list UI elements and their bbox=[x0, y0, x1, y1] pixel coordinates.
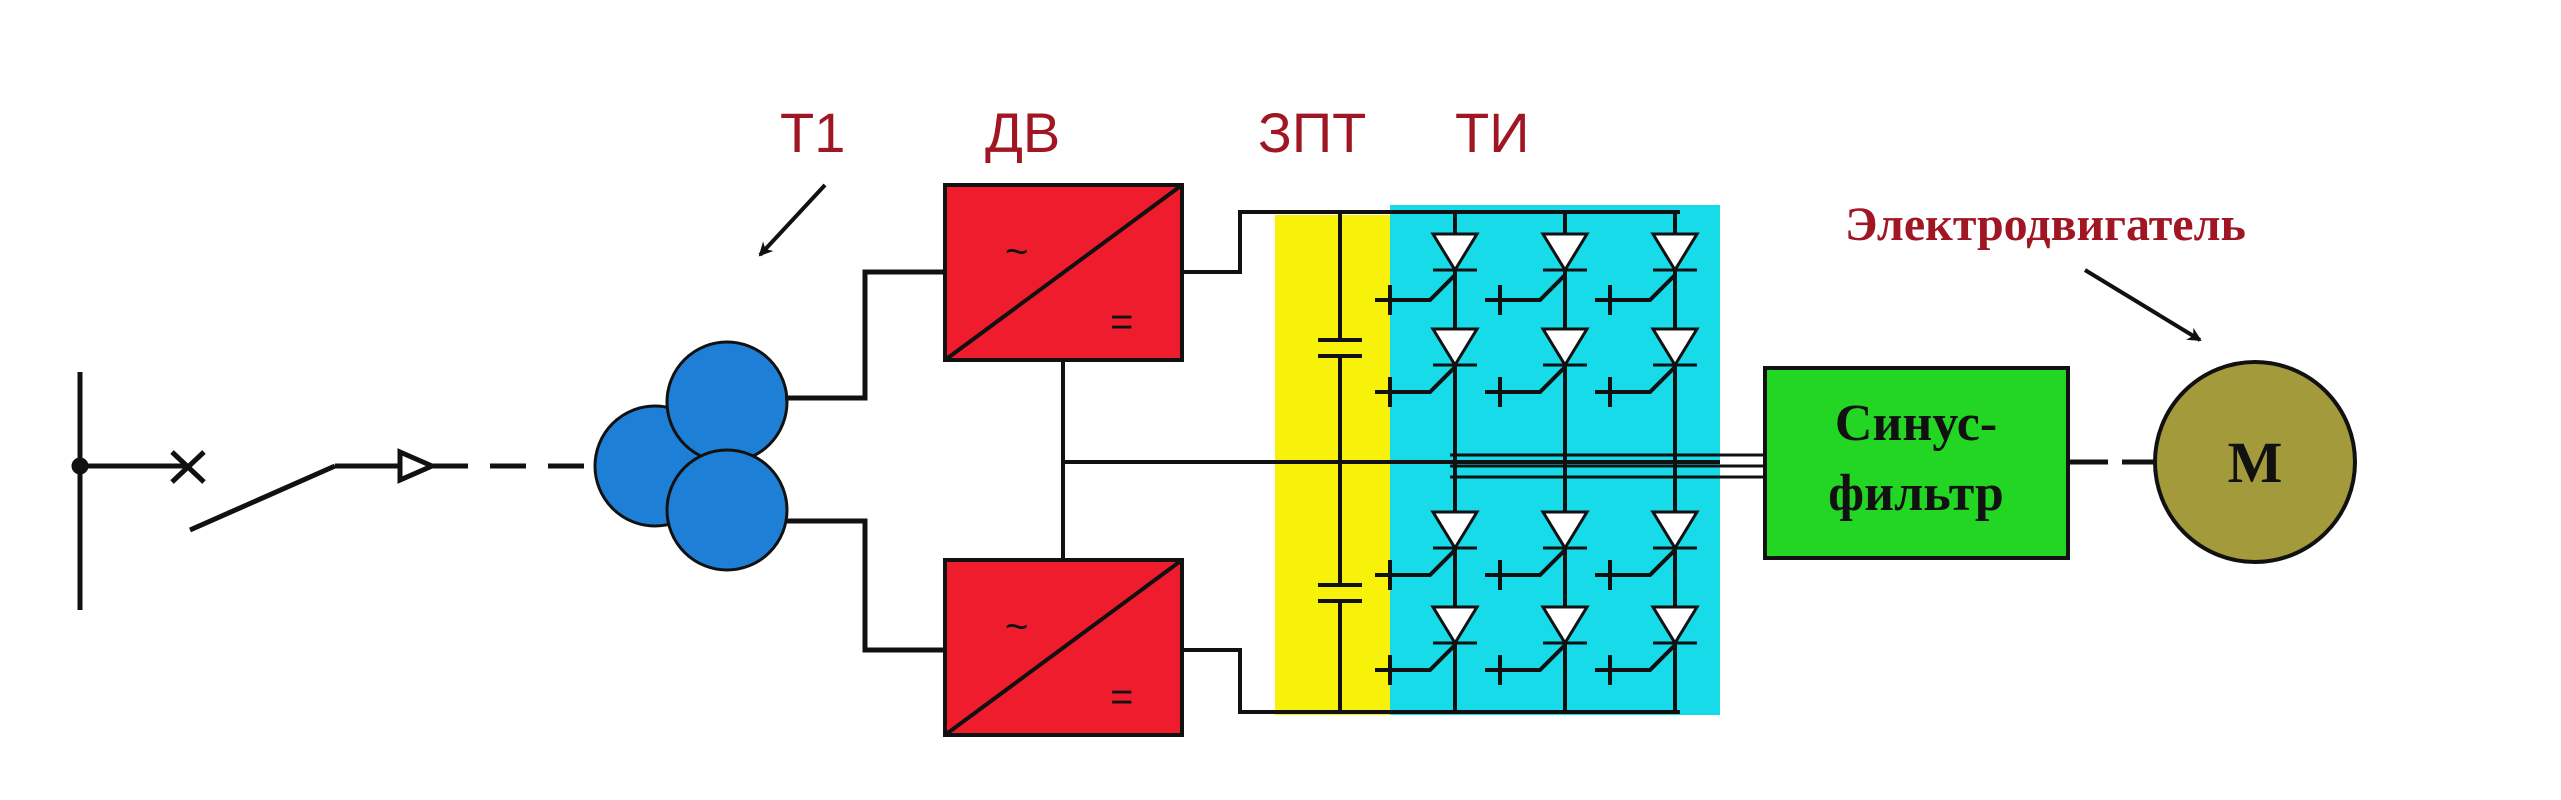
transformer-winding-secondary-upper bbox=[665, 340, 789, 464]
inverter-switches bbox=[1375, 212, 1700, 712]
input-line bbox=[71, 372, 600, 610]
transformer-to-rectifier-wires bbox=[785, 269, 945, 653]
label-motor-caption: Электродвигатель bbox=[1845, 198, 2246, 251]
diode-icon bbox=[1430, 327, 1480, 368]
transformer-t1 bbox=[593, 340, 789, 572]
diode-icon bbox=[1650, 510, 1700, 551]
diode-icon bbox=[1540, 510, 1590, 551]
diode-icon bbox=[1430, 232, 1480, 273]
dc-buses bbox=[1061, 210, 1720, 714]
inverter-output-lines bbox=[1450, 453, 1765, 479]
diode-icon bbox=[1540, 232, 1590, 273]
bus-junction bbox=[71, 457, 89, 475]
motor-symbol: М bbox=[2228, 430, 2283, 495]
label-zpt: ЗПТ bbox=[1258, 101, 1366, 164]
rectifier-lower-diagonal bbox=[943, 558, 1184, 737]
diode-icon bbox=[1430, 510, 1480, 551]
wire-upper-rectifier bbox=[785, 269, 945, 401]
label-t1: Т1 bbox=[780, 101, 845, 164]
breaker-cross-icon bbox=[170, 450, 206, 484]
diode-icon bbox=[1540, 327, 1590, 368]
rectifier-lower: ~ = bbox=[943, 558, 1184, 737]
disconnector-blade bbox=[188, 463, 337, 533]
dc-positive-bus bbox=[1182, 210, 1680, 274]
label-dv: ДВ bbox=[985, 101, 1060, 164]
play-arrow-icon bbox=[397, 448, 439, 484]
dc-link-zone bbox=[1275, 215, 1390, 715]
diode-icon bbox=[1430, 605, 1480, 646]
label-ti: ТИ bbox=[1455, 101, 1529, 164]
ac-symbol: ~ bbox=[1005, 230, 1028, 274]
dc-capacitors bbox=[1318, 212, 1362, 712]
dc-symbol: = bbox=[1110, 300, 1133, 344]
transformer-winding-secondary-lower bbox=[665, 448, 789, 572]
motor: М bbox=[2153, 360, 2357, 564]
diode-icon bbox=[1650, 605, 1700, 646]
sine-filter-line2: фильтр bbox=[1828, 465, 2004, 522]
ac-symbol: ~ bbox=[1005, 605, 1028, 649]
diode-icon bbox=[1540, 605, 1590, 646]
motor-circle bbox=[2153, 360, 2357, 564]
dc-negative-bus bbox=[1182, 648, 1680, 714]
t1-pointer-arrow bbox=[758, 183, 827, 257]
rectifier-upper: ~ = bbox=[943, 183, 1184, 362]
sine-filter-line1: Синус- bbox=[1835, 395, 1997, 452]
sine-filter: Синус- фильтр bbox=[1763, 366, 2070, 560]
diode-icon bbox=[1650, 232, 1700, 273]
motor-pointer-arrow bbox=[2083, 268, 2202, 342]
rectifier-upper-diagonal bbox=[943, 183, 1184, 362]
wire-lower-rectifier bbox=[785, 518, 945, 653]
dc-symbol: = bbox=[1110, 675, 1133, 719]
sine-filter-box bbox=[1763, 366, 2070, 560]
diode-icon bbox=[1650, 327, 1700, 368]
